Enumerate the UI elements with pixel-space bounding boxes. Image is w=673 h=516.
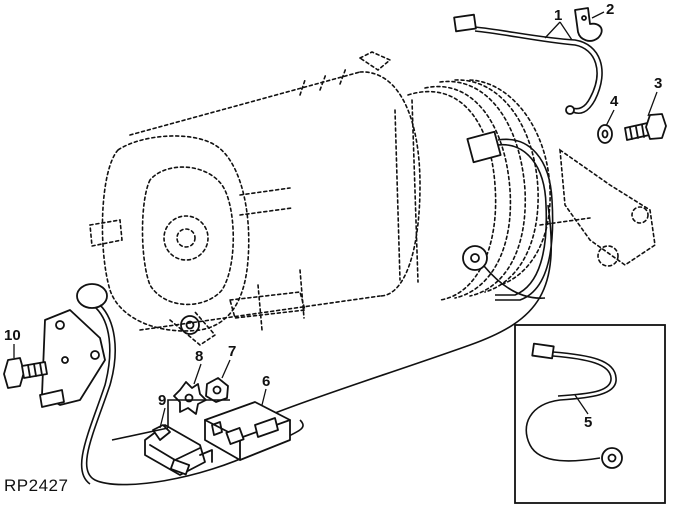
callout-7: 7 — [228, 343, 236, 360]
harness-lead-part — [453, 13, 603, 115]
alternator-body-outline — [89, 51, 551, 346]
callout-1: 1 — [554, 7, 562, 24]
rectifier-bracket-part — [204, 401, 291, 461]
terminal-plate-part — [39, 309, 106, 408]
callout-labels: 1 2 3 4 5 6 7 8 9 10 — [4, 1, 662, 431]
callout-8: 8 — [195, 348, 203, 365]
callout-2: 2 — [606, 1, 614, 18]
callout-10: 10 — [4, 327, 21, 344]
inset-lead-detail — [514, 324, 666, 504]
callout-3: 3 — [654, 75, 662, 92]
brush-holder-part — [111, 399, 230, 476]
terminal-screw-part — [3, 357, 48, 389]
figure-reference-code: RP2427 — [4, 476, 69, 495]
lock-washer-part — [597, 124, 613, 144]
callout-leaders — [13, 11, 658, 429]
cap-screw-part — [624, 113, 667, 141]
alternator-connector-wiring — [269, 130, 554, 416]
inset-frame — [514, 324, 666, 504]
callout-4: 4 — [610, 93, 619, 110]
star-washer-part — [173, 381, 207, 415]
hex-nut-part — [205, 377, 229, 403]
mounting-bracket-outline — [539, 148, 656, 267]
wire-clip-part — [574, 7, 603, 42]
callout-6: 6 — [262, 373, 270, 390]
callout-9: 9 — [158, 392, 166, 409]
callout-5: 5 — [584, 414, 592, 431]
